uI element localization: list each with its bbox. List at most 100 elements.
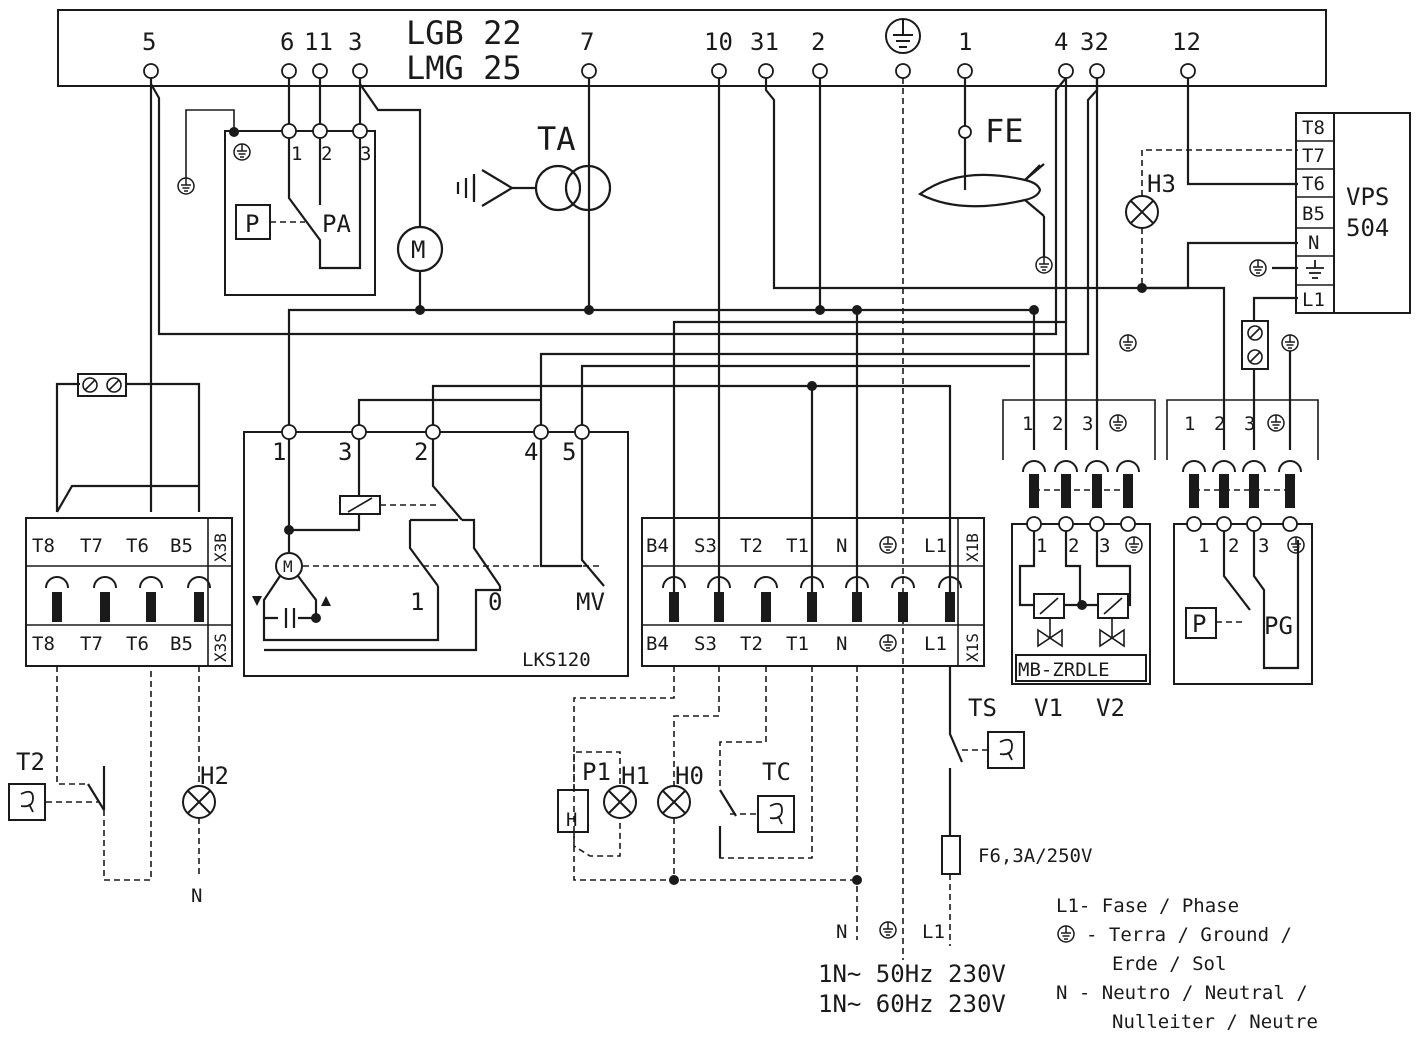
x3-external-circuits: T2 H2 N (8, 666, 229, 907)
lks-pin-3: 3 (338, 438, 352, 466)
lks-mv-label: MV (576, 588, 605, 616)
lks-pin-4: 4 (524, 438, 538, 466)
ta-label: TA (537, 120, 576, 158)
x1b-label: X1B (963, 533, 982, 562)
valve-v2-label: V2 (1096, 694, 1125, 722)
x1s-pin-s3: S3 (694, 633, 717, 655)
x1b-x1s-connector: B4 S3 T2 T1 N L1 B4 S3 T2 T1 N L1 X1B X1… (641, 517, 985, 667)
x1s-label: X1S (963, 633, 982, 662)
pa-pressure-p: P (245, 210, 259, 238)
x3b-pin-t8: T8 (32, 535, 55, 557)
valve-socket-pin-2: 2 (1052, 413, 1063, 435)
terminal-5-label: 5 (142, 28, 156, 56)
x1s-pin-t2: T2 (740, 633, 763, 655)
x1b-pin-t2: T2 (740, 535, 763, 557)
x3b-pin-t7: T7 (80, 535, 103, 557)
supply-50hz: 1N~ 50Hz 230V (818, 960, 1006, 988)
vps-number: 504 (1346, 214, 1389, 242)
x1s-pin-n: N (836, 633, 847, 655)
h0-label: H0 (675, 762, 704, 790)
x3b-pin-t6: T6 (126, 535, 149, 557)
pg-pin-1: 1 (1198, 535, 1209, 557)
fe-label: FE (985, 112, 1024, 150)
ts-label: TS (968, 694, 997, 722)
lks-name: LKS120 (522, 649, 591, 671)
pg-pin-3: 3 (1258, 535, 1269, 557)
power-supply: N L1 1N~ 50Hz 230V 1N~ 60Hz 230V (818, 921, 1006, 1018)
ground-icon-valve-2 (1281, 334, 1299, 352)
h2-label: H2 (200, 762, 229, 790)
controller-terminals (143, 63, 1196, 79)
x1b-pin-s3: S3 (694, 535, 717, 557)
x3b-pin-b5: B5 (170, 535, 193, 557)
tc-label: TC (762, 758, 791, 786)
h2-neutral: N (191, 885, 202, 907)
legend-neutral-line1: N - Neutro / Neutral / (1056, 982, 1308, 1004)
x3s-label: X3S (211, 633, 230, 662)
ground-icon-valve-1 (1119, 334, 1137, 352)
controller-model-2: LMG 25 (406, 49, 522, 87)
terminal-32-label: 32 (1080, 28, 1109, 56)
x1b-pin-n: N (836, 535, 847, 557)
t2-label: T2 (16, 748, 45, 776)
mb-name: MB-ZRDLE (1018, 659, 1110, 681)
pg-socket-pin-2: 2 (1214, 413, 1225, 435)
lks120-damper-actuator: 1 3 2 4 5 1 0 MV M LKS120 (243, 424, 629, 677)
valve-v1-label: V1 (1034, 694, 1063, 722)
ignition-transformer: TA (456, 120, 612, 212)
h3-lamp: H3 (1125, 170, 1176, 229)
mb-pin-1: 1 (1036, 535, 1047, 557)
x3s-pin-t7: T7 (80, 633, 103, 655)
x3b-label: X3B (211, 533, 230, 562)
terminal-1-label: 1 (958, 28, 972, 56)
legend-ground-line2: Erde / Sol (1112, 953, 1226, 975)
flame-electrode: FE (917, 112, 1053, 274)
terminal-12-label: 12 (1172, 28, 1201, 56)
fuse-label: F6,3A/250V (978, 845, 1092, 867)
pg-pressure-switch: 1 2 3 P PG (1173, 516, 1313, 685)
pg-pin-2: 2 (1228, 535, 1239, 557)
mb-zrdle-gas-valve: 1 2 3 MB-ZRDLE V1 V2 (1011, 516, 1151, 722)
terminal-7-label: 7 (580, 28, 594, 56)
pg-pressure-p: P (1192, 610, 1206, 638)
vps-pin-n: N (1308, 232, 1319, 254)
legend: L1- Fase / Phase - Terra / Ground / Erde… (1056, 895, 1318, 1033)
terminal-4-label: 4 (1054, 28, 1068, 56)
pa-pressure-switch: 1 2 3 P PA (224, 123, 376, 296)
vps-pin-l1: L1 (1302, 289, 1325, 311)
x1-external-circuits: H P1 H1 H0 TC TS F6,3A/250V (557, 666, 1092, 946)
x3s-pin-t8: T8 (32, 633, 55, 655)
fan-motor-label: M (411, 236, 425, 264)
terminal-6-label: 6 (280, 28, 294, 56)
pa-pin-1: 1 (291, 143, 302, 165)
x3s-pin-t6: T6 (126, 633, 149, 655)
x3b-x3s-connector: T8 T7 T6 B5 T8 T7 T6 B5 X3B X3S (25, 517, 233, 667)
h3-label: H3 (1147, 170, 1176, 198)
valve-plug-sockets: 1 2 3 1 2 3 (1002, 399, 1319, 508)
vps-name: VPS (1346, 183, 1389, 211)
terminal-2-label: 2 (811, 28, 825, 56)
fan-motor: M (396, 225, 444, 273)
lks-contact-1: 1 (410, 588, 424, 616)
x1s-pin-l1: L1 (924, 633, 947, 655)
vps-pin-t6: T6 (1302, 173, 1325, 195)
legend-neutral-line2: Nulleiter / Neutre (1112, 1011, 1318, 1033)
pg-label: PG (1264, 612, 1293, 640)
vps-pin-t7: T7 (1302, 145, 1325, 167)
mb-pin-2: 2 (1068, 535, 1079, 557)
p1-label: P1 (582, 758, 611, 786)
pg-socket-pin-1: 1 (1184, 413, 1195, 435)
legend-ground-line1: - Terra / Ground / (1086, 924, 1292, 946)
wires (55, 77, 1298, 960)
pa-pin-2: 2 (321, 143, 332, 165)
left-ground-icon (177, 177, 195, 195)
terminal-11-label: 11 (304, 28, 333, 56)
pg-socket-pin-3: 3 (1244, 413, 1255, 435)
controller-terminal-labels: 5 6 11 3 7 10 31 2 1 4 32 12 (142, 28, 1201, 56)
terminal-10-label: 10 (704, 28, 733, 56)
vps-504-valve-checker: T8 T7 T6 B5 N L1 VPS 504 (1295, 112, 1411, 314)
h-box-label: H (566, 809, 577, 831)
lks-pin-5: 5 (562, 438, 576, 466)
lks-pin-1: 1 (272, 438, 286, 466)
